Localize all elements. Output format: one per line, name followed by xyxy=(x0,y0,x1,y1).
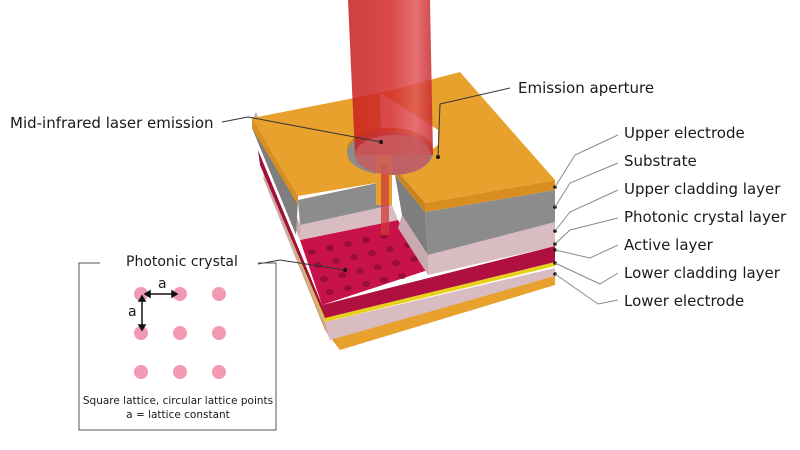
leader-lines xyxy=(221,87,619,305)
photonic-holes xyxy=(308,233,418,295)
lattice-arrows xyxy=(137,289,179,332)
lattice-points xyxy=(134,287,226,379)
label-upper-electrode: Upper electrode xyxy=(624,124,745,142)
label-emission-aperture: Emission aperture xyxy=(518,79,655,97)
laser-beam xyxy=(348,0,433,175)
inset-caption: Square lattice, circular lattice points … xyxy=(80,394,276,422)
inset-title: Photonic crystal xyxy=(122,254,242,270)
lattice-label-vertical: a xyxy=(128,304,137,320)
thin-beam xyxy=(381,165,389,235)
label-photonic-crystal-layer: Photonic crystal layer xyxy=(624,208,787,226)
label-lower-cladding: Lower cladding layer xyxy=(624,264,780,282)
inset-caption-line2: a = lattice constant xyxy=(126,409,230,421)
block-left-upper xyxy=(252,93,398,240)
inset-caption-line1: Square lattice, circular lattice points xyxy=(82,395,274,407)
lattice-label-horizontal: a xyxy=(158,276,167,292)
label-active-layer: Active layer xyxy=(624,236,713,254)
label-laser-emission: Mid-infrared laser emission xyxy=(10,114,214,132)
photonic-crystal-surface xyxy=(300,220,428,305)
block-left-face xyxy=(258,150,555,350)
label-substrate: Substrate xyxy=(624,152,697,170)
inset-box xyxy=(78,262,277,431)
label-upper-cladding: Upper cladding layer xyxy=(624,180,781,198)
label-lower-electrode: Lower electrode xyxy=(624,292,745,310)
